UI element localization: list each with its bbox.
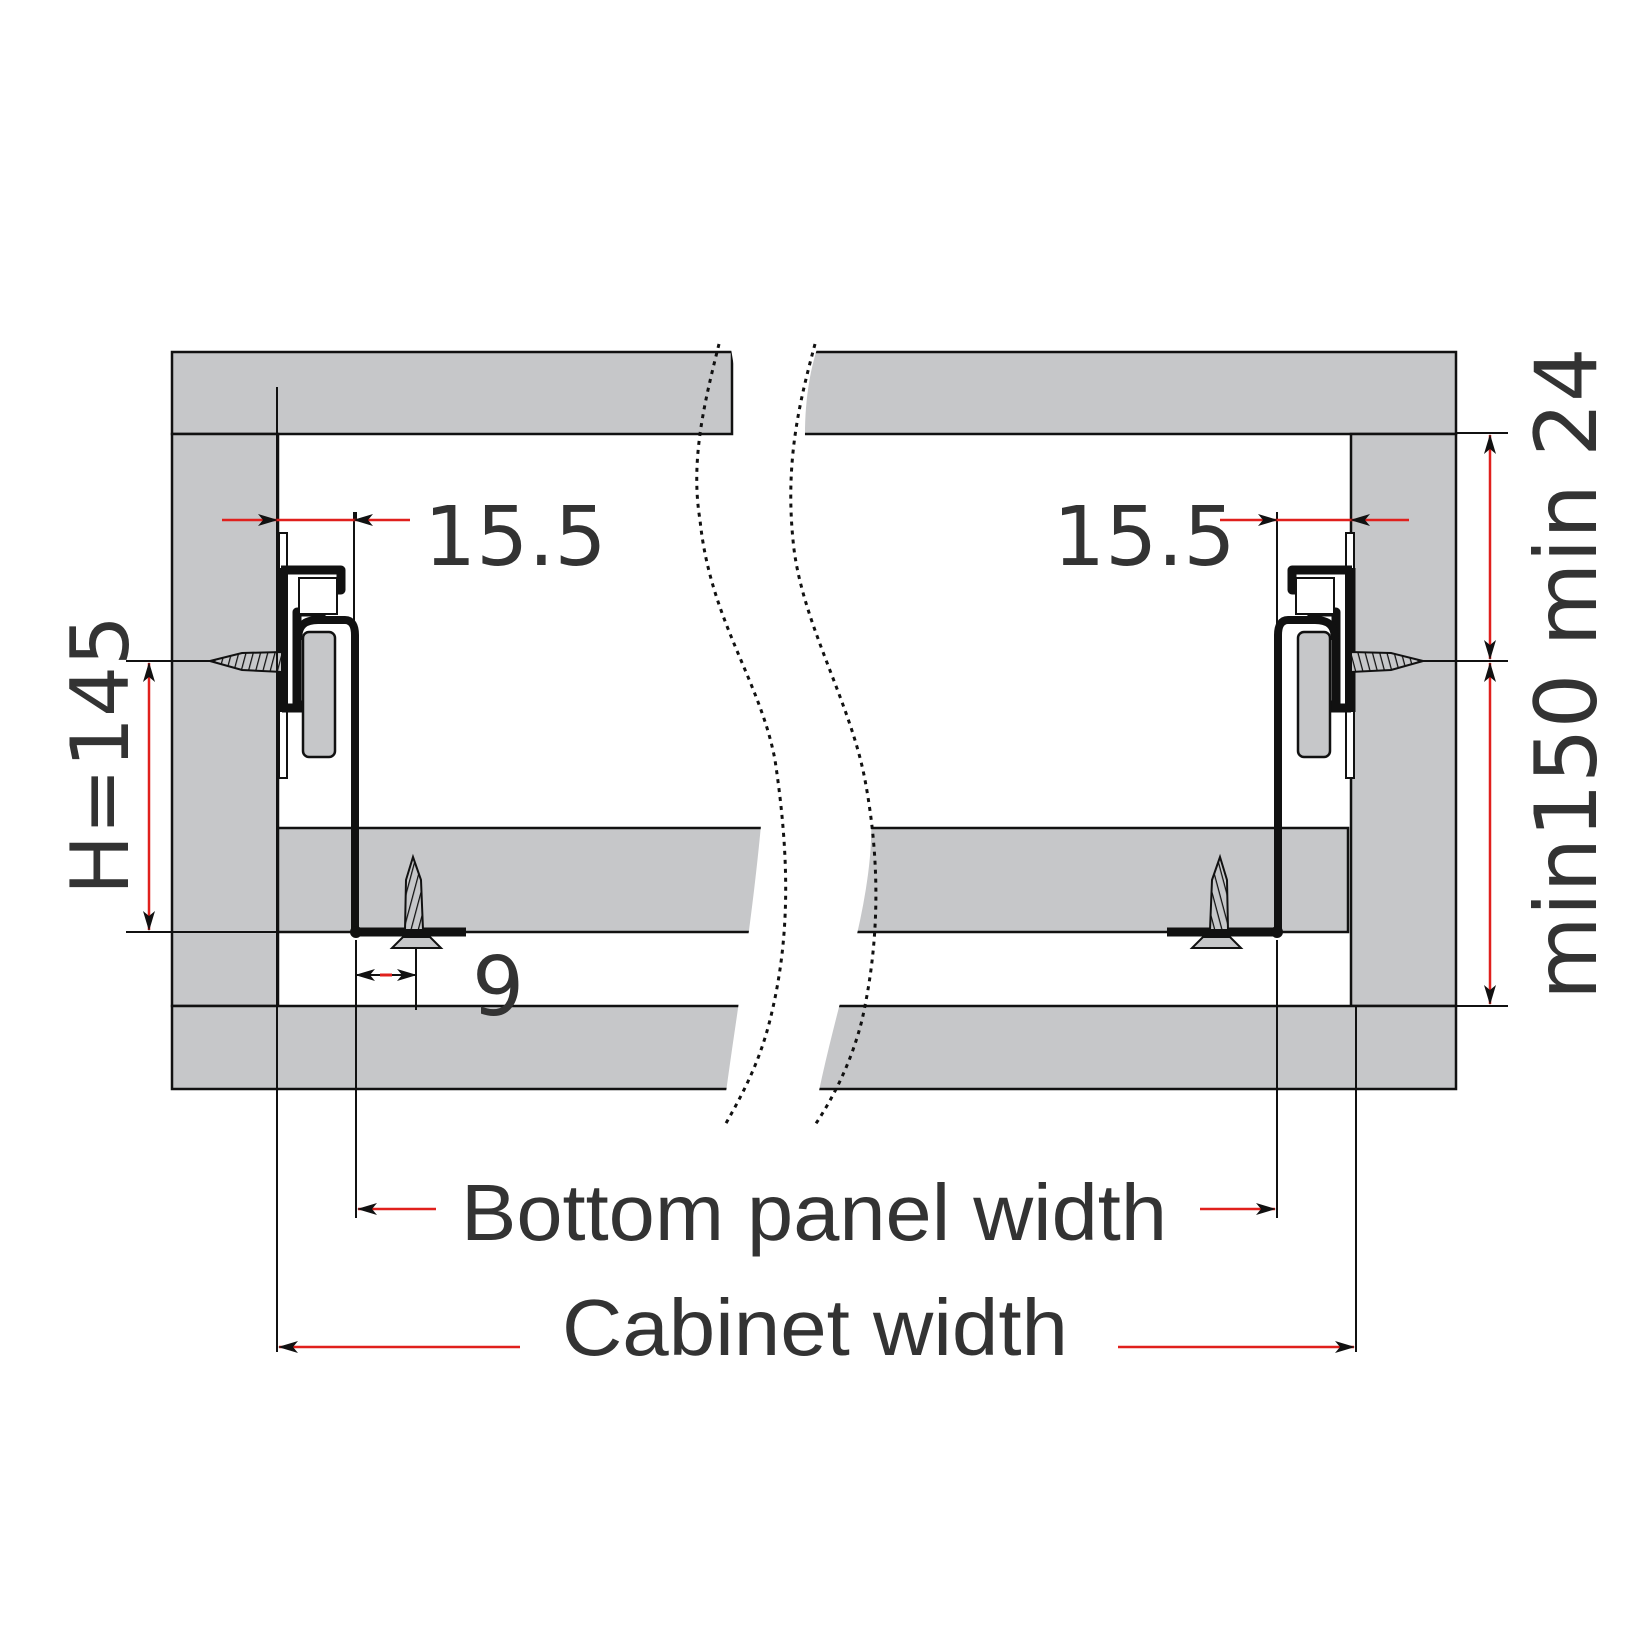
drawer-bottom-panel-right — [804, 826, 1350, 934]
cabinet-top-panel-left — [170, 350, 734, 436]
cabinet-top-panel-right — [804, 350, 1458, 436]
slide-roller-left — [301, 630, 337, 759]
bottom-panel-width-label: Bottom panel width — [461, 1168, 1167, 1257]
right-drawer-slide — [1167, 532, 1427, 949]
slide-height-label: H=145 — [54, 615, 147, 895]
cabinet-right-side-panel — [1349, 432, 1458, 1008]
left-offset-label: 15.5 — [424, 490, 607, 585]
dimension-bottom-panel-width: Bottom panel width — [357, 1168, 1276, 1257]
dimension-slide-height: H=145 — [54, 615, 155, 931]
bottom-mounting-screw-left — [389, 853, 444, 949]
dimension-left-15-5: 15.5 — [222, 490, 607, 585]
right-offset-label: 15.5 — [1053, 490, 1236, 585]
dimension-right-vertical: min150 min 24 — [1484, 347, 1617, 1005]
break-line-left — [695, 343, 788, 1126]
cabinet-bottom-panel-right — [804, 1004, 1458, 1091]
extension-lines — [126, 387, 1508, 1352]
cabinet-bottom-panel-left — [170, 1004, 773, 1091]
drawer-bottom-panel-left — [276, 826, 773, 934]
break-line-right — [789, 343, 878, 1126]
cabinet-width-label: Cabinet width — [562, 1283, 1068, 1372]
dimension-screw-offset: 9 — [355, 940, 524, 1035]
left-cabinet-section — [170, 350, 773, 1091]
side-mounting-screw-left — [206, 650, 283, 674]
right-vertical-label: min150 min 24 — [1517, 347, 1617, 1000]
cabinet-left-side-panel — [170, 432, 280, 1008]
right-cabinet-section — [804, 350, 1458, 1091]
dimension-cabinet-width: Cabinet width — [278, 1283, 1355, 1372]
dimension-right-15-5: 15.5 — [1053, 490, 1409, 585]
screw-offset-label: 9 — [472, 940, 524, 1035]
